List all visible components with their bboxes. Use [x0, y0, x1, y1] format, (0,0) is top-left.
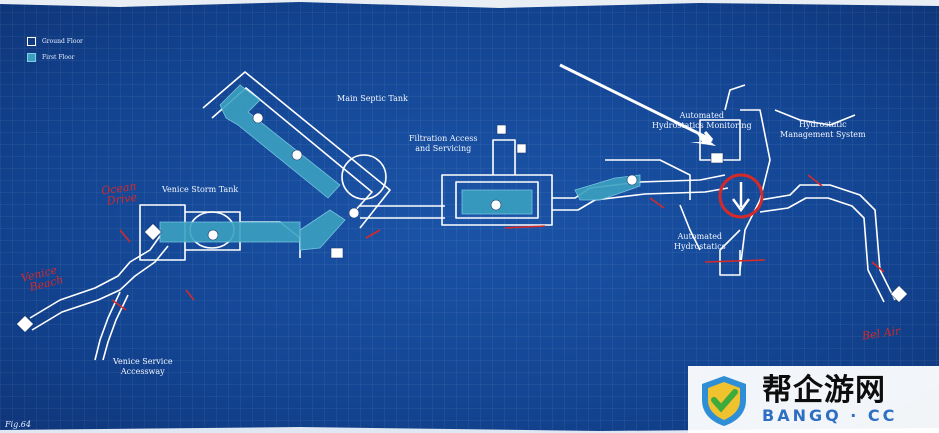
- watermark-cn: 帮企游网: [762, 372, 886, 408]
- label-auto-hydrostatics-line2: Hydrostatics: [674, 242, 726, 251]
- robot-icon-2: [291, 149, 303, 161]
- label-venice-storm-tank: Venice Storm Tank: [162, 185, 239, 194]
- terminal-icon-1: [330, 247, 344, 259]
- watermark-logo-icon: [702, 375, 746, 426]
- label-auto-monitoring-line1: Automated: [679, 111, 725, 120]
- label-venice-service-line2: Accessway: [120, 367, 165, 376]
- venice-service-corridor: [29, 235, 161, 319]
- label-filtration-line1: Filtration Access: [409, 134, 478, 143]
- label-auto-hydrostatics: Automated Hydrostatics: [674, 232, 726, 252]
- figure-number: Fig.64: [5, 420, 31, 429]
- door-icon-2: [496, 124, 507, 135]
- label-hydro-mgmt-line1: Hydrostatic: [799, 120, 847, 129]
- watermark: 帮企游网 BANGQ · CC: [688, 366, 939, 433]
- robot-icon-5: [626, 174, 638, 186]
- filtration-building: [441, 174, 553, 226]
- ground-floor-swatch: [27, 37, 36, 46]
- label-filtration-line2: and Servicing: [415, 144, 472, 153]
- legend-ground-label: Ground Floor: [42, 38, 83, 45]
- watermark-en: BANGQ · CC: [762, 405, 898, 425]
- down-arrow-icon: [731, 182, 751, 213]
- label-venice-service: Venice Service Accessway: [113, 357, 173, 377]
- first-floor-storm: [159, 221, 301, 243]
- label-filtration: Filtration Access and Servicing: [409, 134, 477, 154]
- robot-icon-6: [207, 229, 219, 241]
- sign-icon-left: [16, 315, 34, 333]
- map-legend: Ground Floor First Floor: [27, 37, 83, 69]
- legend-ground: Ground Floor: [27, 37, 83, 46]
- label-venice-service-line1: Venice Service: [113, 357, 173, 366]
- first-floor-swatch: [27, 53, 36, 62]
- label-auto-monitoring: Automated Hydrostatics Monitoring: [652, 111, 752, 131]
- label-auto-hydrostatics-line1: Automated: [677, 232, 723, 241]
- legend-first-label: First Floor: [42, 54, 75, 61]
- label-main-septic-tank: Main Septic Tank: [337, 94, 408, 103]
- door-icon: [516, 143, 527, 154]
- pointer-arrow: [559, 63, 714, 145]
- target-highlight-circle: [718, 173, 764, 219]
- sign-icon-venice: [144, 223, 162, 241]
- torn-edge-top: [0, 0, 939, 8]
- label-hydro-mgmt-line2: Management System: [780, 130, 866, 139]
- robot-icon-4: [490, 199, 502, 211]
- first-floor-septic: [219, 84, 341, 199]
- robot-icon-1: [252, 112, 264, 124]
- label-auto-monitoring-line2: Hydrostatics Monitoring: [652, 121, 752, 130]
- handwritten-ocean-drive: Ocean Drive: [101, 180, 139, 208]
- label-hydro-mgmt: Hydrostatic Management System: [780, 120, 866, 140]
- legend-first: First Floor: [27, 53, 83, 62]
- robot-icon-3: [348, 207, 360, 219]
- septic-diagonal-corridor: [202, 71, 391, 229]
- sign-icon-right: [890, 285, 908, 303]
- terminal-icon-2: [710, 152, 724, 164]
- watermark-text: 帮企游网 BANGQ · CC: [762, 372, 898, 425]
- septic-tank-circle: [341, 154, 387, 200]
